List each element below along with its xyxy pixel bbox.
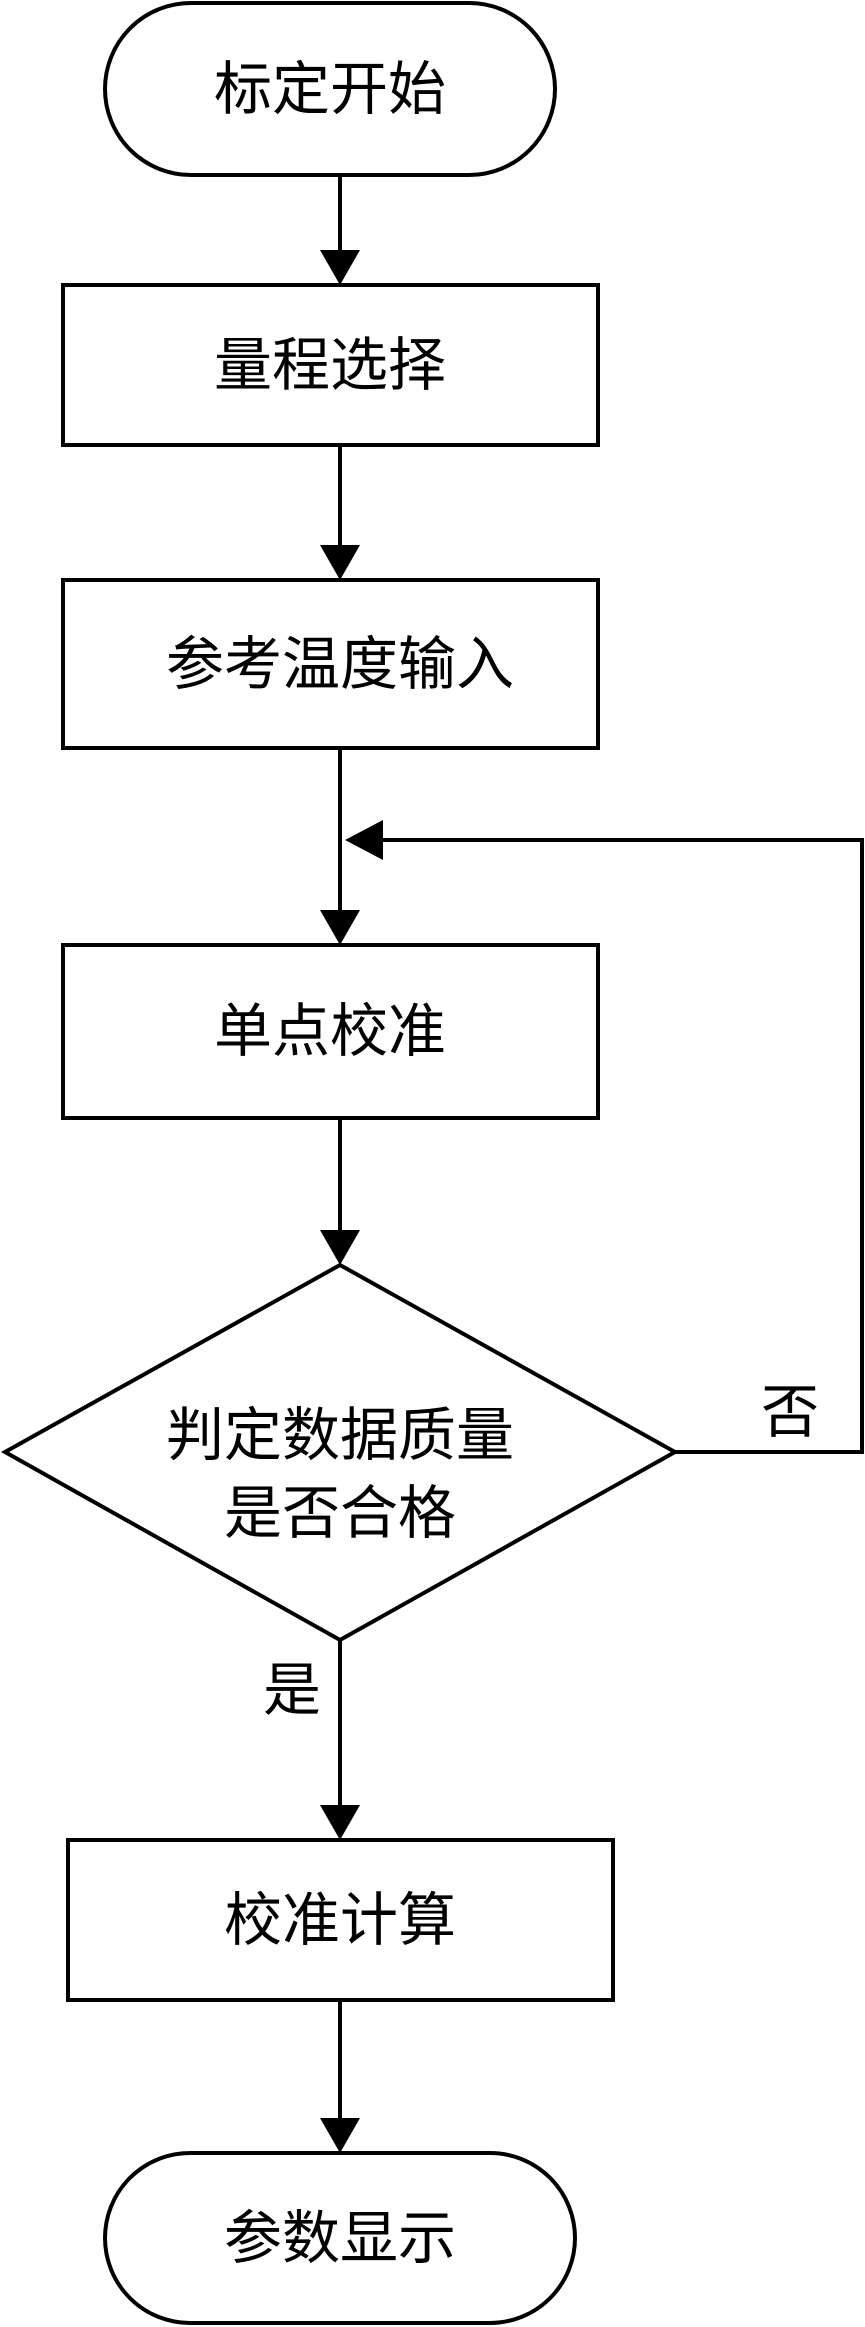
single-point-calib-label: 单点校准 (214, 997, 446, 1065)
calib-compute-label: 校准计算 (224, 1886, 456, 1954)
arrowhead-compute (320, 1805, 360, 1840)
arrowhead-end (320, 2118, 360, 2153)
arrowhead-range (320, 250, 360, 285)
no-branch-label: 否 (761, 1378, 819, 1446)
start-terminator (103, 1, 557, 177)
start-label: 标定开始 (214, 55, 446, 123)
ref-temp-input-label: 参考温度输入 (166, 630, 514, 698)
single-point-calib-box (61, 943, 600, 1120)
arrowhead-temp (320, 545, 360, 580)
decision-label-line1: 判定数据质量 (166, 1401, 514, 1469)
calib-compute-box (66, 1838, 615, 2002)
connector-no-loop (383, 838, 864, 1454)
arrowhead-decision (320, 1230, 360, 1265)
arrowhead-loop-back (345, 820, 383, 860)
end-terminator (103, 2151, 577, 2325)
end-label: 参数显示 (224, 2204, 456, 2272)
arrowhead-single (320, 910, 360, 945)
range-select-box (61, 283, 600, 447)
ref-temp-input-box (61, 578, 600, 750)
range-select-label: 量程选择 (214, 331, 446, 399)
decision-label-line2: 是否合格 (224, 1479, 456, 1547)
yes-branch-label: 是 (263, 1656, 321, 1724)
